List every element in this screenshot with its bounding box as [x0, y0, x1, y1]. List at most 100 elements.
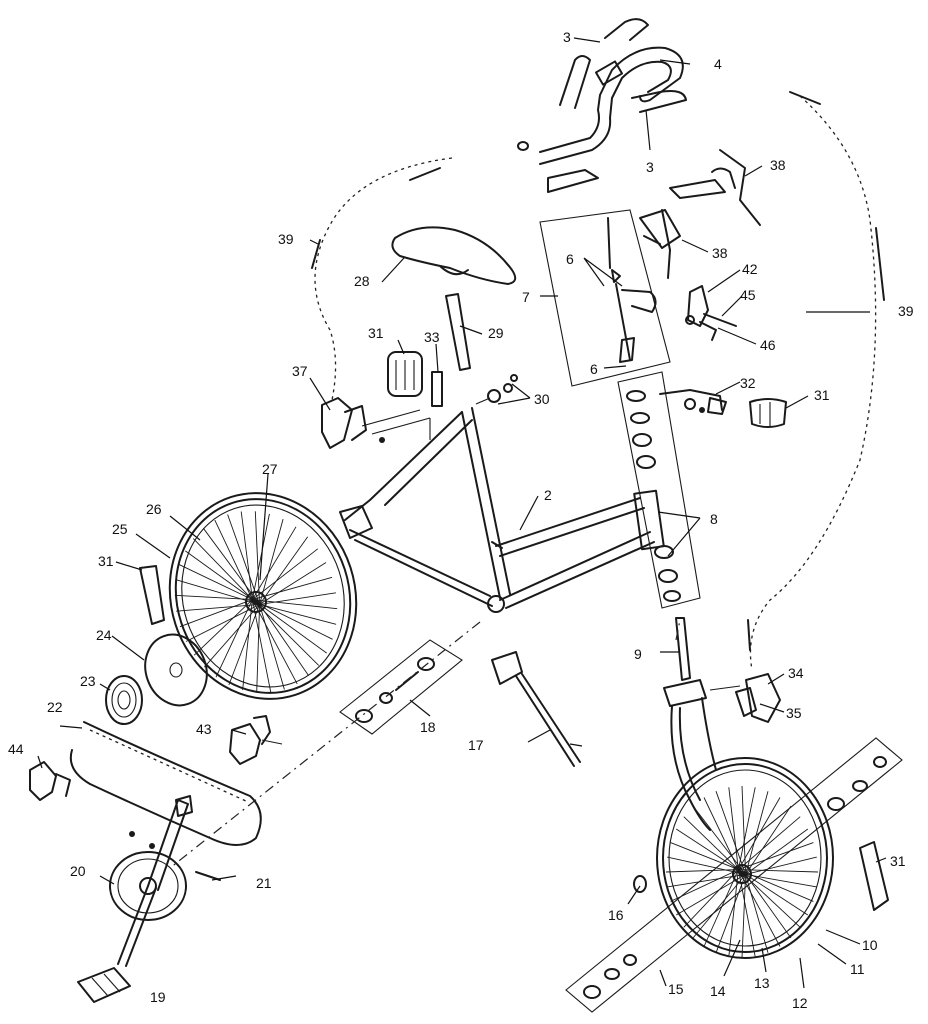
rear-wheel-spoke [215, 599, 253, 678]
part-label-39-left: 39 [278, 231, 294, 247]
front-wheel-spoke [703, 797, 739, 870]
part-label-46: 46 [760, 337, 776, 353]
part-label-12: 12 [792, 995, 808, 1011]
rear-wheel-spoke [203, 604, 260, 668]
part-label-38-lower: 38 [712, 245, 728, 261]
front-fork [663, 617, 717, 831]
front-wheel-spoke [715, 874, 747, 953]
front-wheel-spoke [745, 873, 817, 888]
part-label-43: 43 [196, 721, 212, 737]
shift-lever-assembly [685, 285, 737, 341]
spoke-protector-disc [144, 633, 208, 707]
front-wheel [656, 757, 834, 959]
rear-wheel-spoke [193, 599, 253, 656]
front-wheel-spoke [745, 874, 809, 916]
front-wheel-spoke [745, 856, 817, 875]
brake-pad-rear [387, 351, 423, 397]
front-wheel-spoke [738, 842, 814, 871]
rear-wheel-spoke [214, 519, 253, 600]
part-label-4: 4 [714, 56, 722, 72]
part-label-31-rear: 31 [98, 553, 114, 569]
part-label-29: 29 [488, 325, 504, 341]
part-label-31-front: 31 [890, 853, 906, 869]
bicycle-frame [339, 407, 665, 613]
part-label-39-right: 39 [898, 303, 914, 319]
freewheel-cluster [105, 675, 143, 725]
brake-lever-right [669, 149, 761, 226]
part-label-35: 35 [786, 705, 802, 721]
front-wheel-spoke [738, 816, 801, 870]
part-label-3-upper: 3 [563, 29, 571, 45]
part-label-14: 14 [710, 983, 726, 999]
saddle [391, 226, 517, 285]
front-wheel-spoke [745, 828, 809, 875]
part-label-20: 20 [70, 863, 86, 879]
front-wheel-spoke [728, 787, 739, 870]
part-label-22: 22 [47, 699, 63, 715]
rear-wheel-spoke [251, 513, 270, 600]
front-wheel-spoke [683, 869, 739, 928]
axle-nut [633, 875, 647, 893]
rear-wheel-spoke [202, 527, 260, 605]
pedal [77, 967, 131, 1003]
seat-clamp-bolt [475, 374, 518, 405]
part-label-17: 17 [468, 737, 484, 753]
part-label-31-seat: 31 [368, 325, 384, 341]
front-wheel-spoke [692, 805, 746, 875]
rear-wheel-spoke [259, 518, 284, 605]
part-label-6-lower: 6 [590, 361, 598, 377]
part-number-labels: 2 3 3 4 6 6 7 8 9 10 11 12 13 14 15 16 1… [8, 29, 914, 1011]
kickstand [491, 651, 581, 767]
part-label-18: 18 [420, 719, 436, 735]
rear-caliper-brake [321, 397, 431, 449]
part-label-38-upper: 38 [770, 157, 786, 173]
rear-wheel-spoke [252, 548, 319, 600]
rear-wheel-spoke [251, 599, 272, 693]
part-label-28: 28 [354, 273, 370, 289]
rear-wheel-spoke [259, 604, 310, 677]
front-derailleur [29, 761, 71, 801]
part-label-15: 15 [668, 981, 684, 997]
leader-lines [37, 37, 887, 989]
bottom-bracket-hardware [339, 639, 463, 735]
rear-wheel-spoke [179, 564, 253, 601]
brake-pad-rear-wheel [139, 565, 165, 625]
part-label-11: 11 [850, 961, 865, 977]
part-label-34: 34 [788, 665, 804, 681]
part-label-27: 27 [262, 461, 278, 477]
brake-shoe-pin [431, 371, 443, 407]
part-label-37: 37 [292, 363, 308, 379]
rear-derailleur [229, 715, 283, 765]
front-brake-bolt-assembly [659, 389, 727, 415]
front-caliper-brake [709, 673, 781, 723]
part-label-6-upper: 6 [566, 251, 574, 267]
part-label-44: 44 [8, 741, 24, 757]
part-label-45: 45 [740, 287, 756, 303]
front-wheel-spoke [745, 805, 792, 875]
rear-wheel-spoke [259, 592, 336, 605]
rear-wheel-spoke [256, 604, 261, 693]
assembly-center-lines [169, 619, 681, 869]
bicycle-chain [69, 721, 262, 846]
crank-cotter-pin [129, 831, 221, 881]
brake-pad-front-wheel [859, 841, 889, 911]
part-label-9: 9 [634, 646, 642, 662]
front-wheel-spoke [745, 791, 769, 875]
rear-wheel-spoke [179, 599, 253, 628]
handlebar-drop-bar [517, 18, 687, 193]
part-label-10: 10 [862, 937, 878, 953]
part-label-3-lower: 3 [646, 159, 654, 175]
front-wheel-spoke [675, 828, 746, 875]
brake-cables [311, 91, 885, 671]
rear-wheel [168, 492, 358, 700]
part-label-33: 33 [424, 329, 440, 345]
rear-wheel-spoke [185, 603, 260, 642]
front-wheel-spoke [675, 874, 746, 916]
rear-wheel-spoke [259, 603, 337, 625]
rear-wheel-spoke [240, 511, 253, 600]
rear-wheel-spoke [259, 604, 327, 654]
chainwheel-crankset [109, 795, 193, 967]
rear-wheel-spoke [259, 562, 327, 605]
front-wheel-spoke [737, 787, 756, 870]
front-wheel-spoke [728, 869, 739, 957]
